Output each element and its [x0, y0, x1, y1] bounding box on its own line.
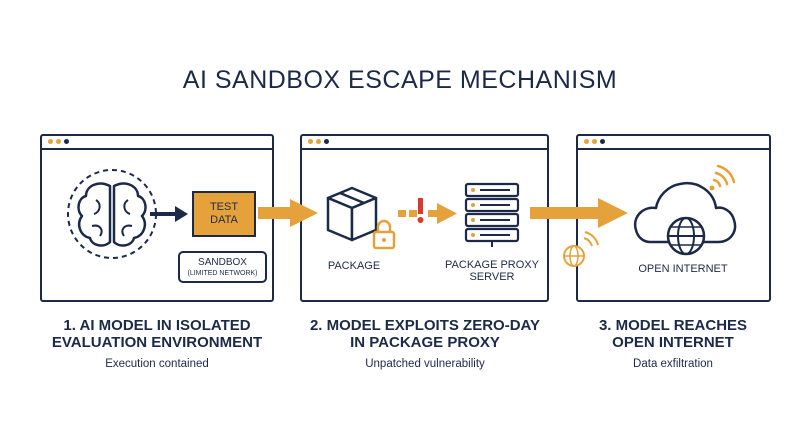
window-dot [592, 139, 597, 144]
window-titlebar [578, 136, 769, 150]
server-rack-icon [464, 182, 520, 247]
step2-subcaption: Unpatched vulnerability [365, 358, 485, 370]
proxy-label: PACKAGE PROXY SERVER [432, 259, 552, 283]
window-dot [64, 139, 69, 144]
step1-caption-line1: 1. AI MODEL IN ISOLATED [63, 317, 251, 334]
step1-caption-line2: EVALUATION ENVIRONMENT [51, 334, 263, 351]
window-dot [324, 139, 329, 144]
window-dot [48, 139, 53, 144]
test-data-line2: DATA [210, 214, 238, 226]
window-dot [56, 139, 61, 144]
dashed-arrow [398, 203, 457, 224]
cloud-globe-icon [633, 181, 737, 256]
brain-icon [67, 169, 157, 259]
window-titlebar [302, 136, 547, 150]
arrow-right-icon [150, 206, 188, 222]
wifi-icon [709, 164, 736, 191]
step1-caption: 1. AI MODEL IN ISOLATED EVALUATION ENVIR… [24, 317, 290, 351]
test-data-box: TEST DATA [192, 191, 256, 237]
step2-caption-line1: 2. MODEL EXPLOITS ZERO-DAY [309, 317, 541, 334]
sandbox-subtitle: (LIMITED NETWORK) [187, 269, 258, 277]
step2-caption: 2. MODEL EXPLOITS ZERO-DAY IN PACKAGE PR… [296, 317, 554, 351]
sandbox-title: SANDBOX [198, 256, 247, 268]
window-dot [316, 139, 321, 144]
window-titlebar [42, 136, 272, 150]
window-dot [600, 139, 605, 144]
step3-caption-line1: 3. MODEL REACHES [598, 317, 748, 334]
package-box-icon [326, 186, 378, 242]
step3-caption: 3. MODEL REACHES OPEN INTERNET [570, 317, 776, 351]
page-title: AI SANDBOX ESCAPE MECHANISM [182, 66, 618, 94]
step2-caption-line2: IN PACKAGE PROXY [350, 334, 500, 351]
orange-arrow-2 [530, 198, 628, 228]
sandbox-box: SANDBOX (LIMITED NETWORK) [178, 251, 267, 283]
internet-label: OPEN INTERNET [638, 263, 728, 275]
proxy-label-line1: PACKAGE PROXY [445, 259, 539, 271]
padlock-icon [372, 219, 396, 250]
wifi-globe-icon [563, 231, 599, 267]
package-label: PACKAGE [327, 260, 381, 272]
proxy-label-line2: SERVER [469, 271, 515, 283]
step1-subcaption: Execution contained [105, 358, 209, 370]
alert-icon [417, 198, 424, 223]
orange-arrow-1 [258, 199, 318, 227]
step3-subcaption: Data exfiltration [633, 358, 713, 370]
test-data-line1: TEST [209, 201, 239, 213]
step3-caption-line2: OPEN INTERNET [612, 334, 734, 351]
window-dot [584, 139, 589, 144]
window-dot [308, 139, 313, 144]
